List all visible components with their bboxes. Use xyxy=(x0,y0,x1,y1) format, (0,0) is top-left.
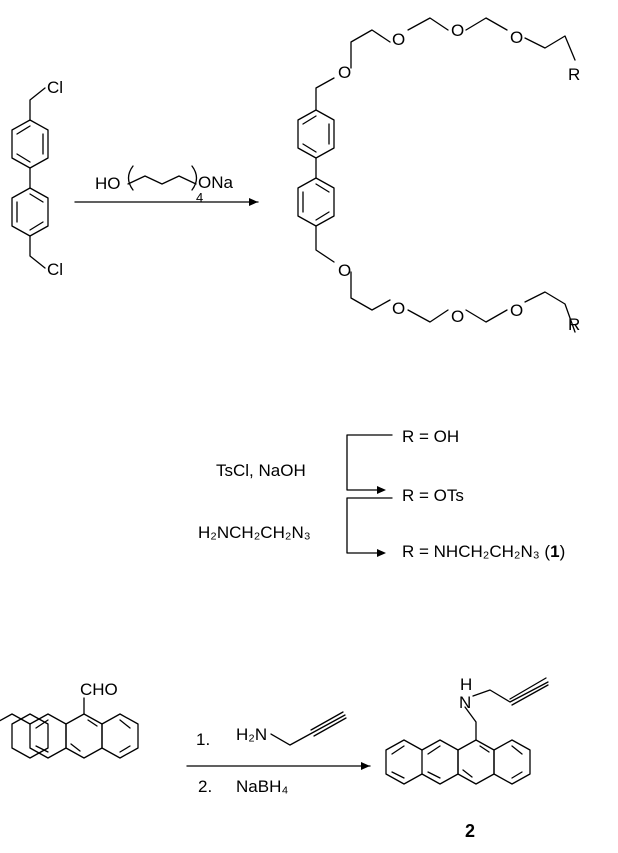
anthracene-left-ring xyxy=(11,713,49,759)
start-biphenyl xyxy=(11,87,49,269)
product-biphenyl-core xyxy=(297,77,335,263)
cl-bottom-label: Cl xyxy=(47,260,63,279)
oxygen-label: O xyxy=(392,299,405,318)
step2-number: 2. xyxy=(198,777,212,796)
oxygen-label: O xyxy=(451,307,464,326)
reaction-arrow-1 xyxy=(74,198,259,206)
product-oh-label: R = OH xyxy=(402,427,459,446)
compound-2-label: 2 xyxy=(465,821,475,841)
oxygen-label: O xyxy=(510,28,523,47)
product-ots-label: R = OTs xyxy=(402,486,464,505)
product-final-label: R = NHCH₂CH₂N₃ (1) xyxy=(402,542,565,561)
cho-label: CHO xyxy=(80,680,118,699)
oxygen-label: O xyxy=(338,261,351,280)
reductant-label: NaBH₄ xyxy=(236,777,288,796)
step1-number: 1. xyxy=(196,730,210,749)
upper-peg-chain xyxy=(350,17,576,69)
oxygen-label: O xyxy=(392,30,405,49)
reagent-subscript-label: 4 xyxy=(196,190,203,205)
nh-n-label: N xyxy=(459,693,471,712)
lower-peg-chain xyxy=(350,271,576,333)
step-arrow-1 xyxy=(346,434,393,494)
oxygen-label: O xyxy=(510,301,523,320)
r-bottom-label: R xyxy=(568,315,580,334)
step-arrow-2 xyxy=(346,497,393,557)
nh-h-label: H xyxy=(460,675,472,694)
condition-2-label: H₂NCH₂CH₂N₃ xyxy=(198,523,311,542)
reaction-arrow-2 xyxy=(186,762,371,770)
oxygen-label: O xyxy=(338,63,351,82)
anthracene-propargylamine xyxy=(385,677,549,785)
cl-top-label: Cl xyxy=(47,78,63,97)
anthracene-aldehyde xyxy=(0,697,139,759)
reagent-ona-label: ONa xyxy=(198,173,234,192)
oxygen-label: O xyxy=(451,21,464,40)
reagent-ho-label: HO xyxy=(95,174,121,193)
reagent-chain xyxy=(127,175,197,185)
reagent-parentheses xyxy=(127,165,198,191)
r-top-label: R xyxy=(568,65,580,84)
propargyl-chain xyxy=(270,711,347,746)
amine-label: H₂N xyxy=(236,725,267,744)
condition-1-label: TsCl, NaOH xyxy=(216,461,306,480)
